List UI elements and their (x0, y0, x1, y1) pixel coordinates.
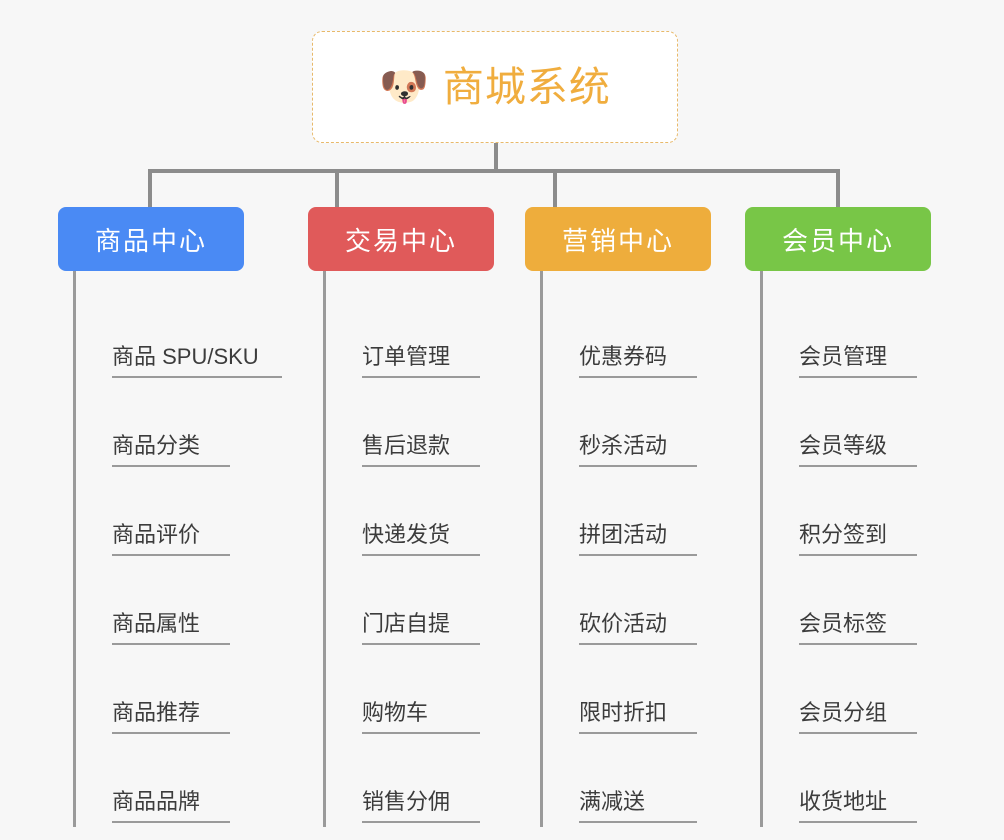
leaf-item[interactable]: 会员等级 (763, 382, 965, 471)
leaf-label: 售后退款 (362, 434, 480, 467)
branch-label-3: 营销中心 (561, 225, 674, 256)
leaf-list-3: 优惠券码 秒杀活动 拼团活动 砍价活动 限时折扣 满减送 (540, 271, 745, 827)
leaf-label: 优惠券码 (579, 345, 697, 378)
leaf-item[interactable]: 拼团活动 (543, 471, 745, 560)
connector-branch-3 (553, 169, 557, 207)
root-node[interactable]: 🐶 商城系统 (312, 31, 678, 143)
leaf-item[interactable]: 秒杀活动 (543, 382, 745, 471)
leaf-item[interactable]: 优惠券码 (543, 293, 745, 382)
leaf-label: 砍价活动 (579, 612, 697, 645)
leaf-label: 积分签到 (799, 523, 917, 556)
leaf-item[interactable]: 会员管理 (763, 293, 965, 382)
leaf-item[interactable]: 砍价活动 (543, 560, 745, 649)
leaf-item[interactable]: 商品 SPU/SKU (76, 293, 282, 382)
leaf-item[interactable]: 商品品牌 (76, 738, 278, 827)
branch-label-2: 交易中心 (344, 225, 457, 256)
leaf-list-1: 商品 SPU/SKU 商品分类 商品评价 商品属性 商品推荐 商品品牌 (73, 271, 282, 827)
connector-root-stem (494, 143, 498, 171)
connector-horizontal-bus (148, 169, 840, 173)
leaf-item[interactable]: 商品推荐 (76, 649, 278, 738)
leaf-item[interactable]: 收货地址 (763, 738, 965, 827)
leaf-label: 商品品牌 (112, 790, 230, 823)
leaf-label: 商品 SPU/SKU (112, 345, 282, 378)
leaf-label: 商品推荐 (112, 701, 230, 734)
leaf-label: 快递发货 (362, 523, 480, 556)
leaf-label: 拼团活动 (579, 523, 697, 556)
leaf-item[interactable]: 商品评价 (76, 471, 278, 560)
leaf-item[interactable]: 售后退款 (326, 382, 528, 471)
leaf-label: 会员标签 (799, 612, 917, 645)
connector-branch-1 (148, 169, 152, 207)
leaf-label: 满减送 (579, 790, 697, 823)
leaf-label: 商品属性 (112, 612, 230, 645)
branch-label-1: 商品中心 (94, 225, 207, 256)
branch-header-2[interactable]: 交易中心 (308, 207, 494, 271)
leaf-list-2: 订单管理 售后退款 快递发货 门店自提 购物车 销售分佣 (323, 271, 528, 827)
leaf-item[interactable]: 商品分类 (76, 382, 278, 471)
leaf-item[interactable]: 销售分佣 (326, 738, 528, 827)
branch-product-center: 商品中心 商品 SPU/SKU 商品分类 商品评价 商品属性 商品推荐 商品品牌 (58, 207, 282, 827)
leaf-item[interactable]: 会员标签 (763, 560, 965, 649)
leaf-label: 收货地址 (799, 790, 917, 823)
dog-face-icon: 🐶 (379, 65, 429, 109)
leaf-label: 订单管理 (362, 345, 480, 378)
leaf-item[interactable]: 订单管理 (326, 293, 528, 382)
leaf-label: 门店自提 (362, 612, 480, 645)
leaf-label: 秒杀活动 (579, 434, 697, 467)
branch-member-center: 会员中心 会员管理 会员等级 积分签到 会员标签 会员分组 收货地址 (745, 207, 965, 827)
leaf-item[interactable]: 门店自提 (326, 560, 528, 649)
branch-header-4[interactable]: 会员中心 (745, 207, 931, 271)
leaf-list-4: 会员管理 会员等级 积分签到 会员标签 会员分组 收货地址 (760, 271, 965, 827)
leaf-label: 商品分类 (112, 434, 230, 467)
leaf-label: 会员等级 (799, 434, 917, 467)
leaf-label: 限时折扣 (579, 701, 697, 734)
leaf-item[interactable]: 快递发货 (326, 471, 528, 560)
leaf-label: 商品评价 (112, 523, 230, 556)
leaf-item[interactable]: 限时折扣 (543, 649, 745, 738)
branch-trade-center: 交易中心 订单管理 售后退款 快递发货 门店自提 购物车 销售分佣 (308, 207, 528, 827)
leaf-item[interactable]: 商品属性 (76, 560, 278, 649)
branch-columns: 商品中心 商品 SPU/SKU 商品分类 商品评价 商品属性 商品推荐 商品品牌… (0, 207, 1004, 832)
branch-header-3[interactable]: 营销中心 (525, 207, 711, 271)
branch-marketing-center: 营销中心 优惠券码 秒杀活动 拼团活动 砍价活动 限时折扣 满减送 (525, 207, 745, 827)
leaf-item[interactable]: 满减送 (543, 738, 745, 827)
leaf-label: 销售分佣 (362, 790, 480, 823)
leaf-label: 会员管理 (799, 345, 917, 378)
leaf-label: 会员分组 (799, 701, 917, 734)
branch-header-1[interactable]: 商品中心 (58, 207, 244, 271)
leaf-label: 购物车 (362, 701, 480, 734)
connector-branch-2 (335, 169, 339, 207)
connector-branch-4 (836, 169, 840, 207)
root-title: 商城系统 (442, 63, 611, 110)
leaf-item[interactable]: 会员分组 (763, 649, 965, 738)
leaf-item[interactable]: 积分签到 (763, 471, 965, 560)
branch-label-4: 会员中心 (781, 225, 894, 256)
leaf-item[interactable]: 购物车 (326, 649, 528, 738)
